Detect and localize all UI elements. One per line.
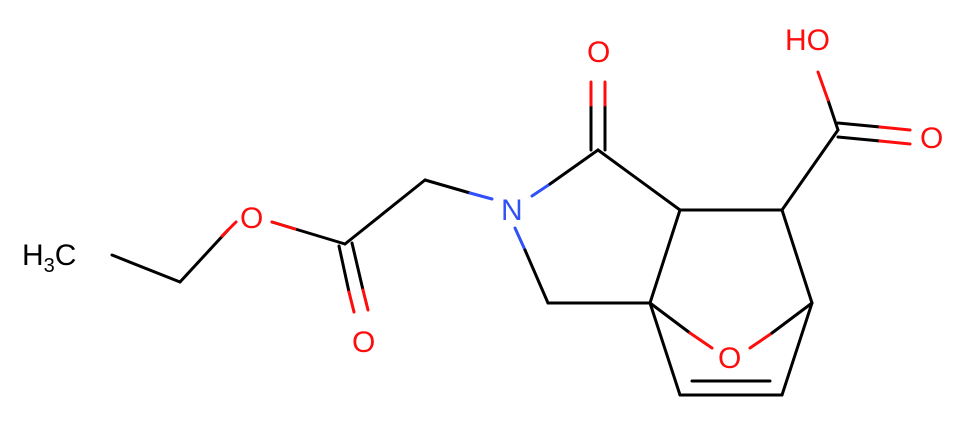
bond-ch2-o-red [220, 220, 238, 238]
bond-carboxyl-oh [826, 98, 840, 132]
acid-hydroxyl-label: HO [785, 24, 830, 57]
ester-carbonyl-oxygen-label: O [352, 326, 375, 359]
bond-junction-bridgehead [648, 208, 682, 305]
bond-ester-c-o-2 [350, 241, 365, 292]
bond-obridge-bridgehead2 [770, 301, 814, 335]
bond-acidch-bridgehead2 [780, 208, 814, 305]
bond-carboxyl-co-2-red [878, 139, 912, 146]
ester-oxygen-label: O [240, 202, 263, 235]
bond-carboxyl-oh-red [816, 70, 830, 102]
bond-ester-c-o-2-red [361, 288, 370, 312]
bond-ch3-ch2 [110, 253, 182, 284]
bond-carboxyl-co-2 [836, 135, 882, 143]
bond-alkene2-bridgehead2 [780, 301, 814, 397]
bond-n-ringch2-blue [513, 226, 527, 252]
bond-lactamc-junction [596, 148, 682, 212]
bond-acidch-carboxylc [780, 128, 840, 212]
bond-carboxyl-co-1 [836, 121, 882, 129]
lactam-oxygen-label: O [587, 36, 610, 69]
bond-ch2-o [178, 228, 230, 284]
bond-bridgehead-obridge-red [688, 331, 714, 350]
bond-bridgehead-obridge [648, 301, 692, 335]
bond-obridge-bridgehead2-red [748, 331, 774, 350]
bond-n-ringch2 [523, 248, 550, 305]
bond-o-carbonylc-red [270, 220, 297, 231]
bond-ch2-n [423, 178, 472, 195]
bond-n-lactamc-blue [530, 182, 552, 198]
bridge-oxygen-label: O [718, 342, 741, 375]
bond-n-lactamc [548, 148, 600, 186]
bond-carbonylc-ch2 [343, 178, 427, 246]
bond-bridgehead-alkene1 [648, 301, 682, 397]
methyl-label: H3C [22, 239, 76, 277]
nitrogen-label: N [501, 194, 523, 227]
acid-carbonyl-oxygen-label: O [920, 122, 943, 155]
bond-ester-c-o-1-red [347, 290, 356, 314]
bond-ch2-n-blue [468, 191, 494, 201]
bond-carboxyl-co-1-red [878, 125, 912, 132]
bond-ester-c-o-1 [337, 244, 351, 294]
